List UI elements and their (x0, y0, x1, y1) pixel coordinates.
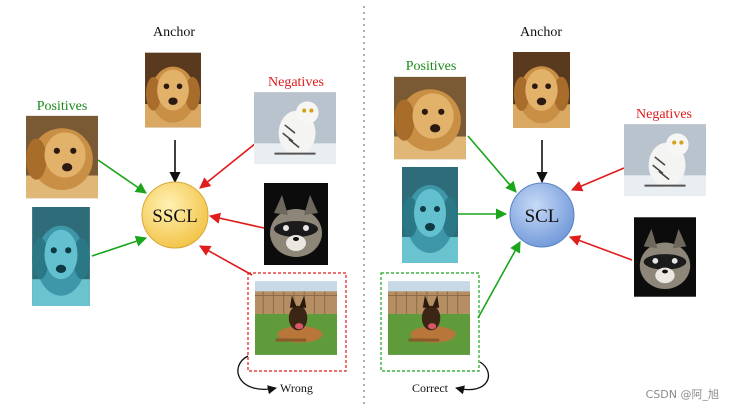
positive-arrow-2-left (91, 235, 148, 257)
right-panel: SCL Correct Anchor Positives Negatives (380, 25, 706, 395)
positives-label-left: Positives (37, 99, 88, 114)
scl-node-label: SCL (525, 206, 560, 227)
left-panel: SSCL Wrong Anchor Positives Negatives (26, 25, 347, 395)
negative-image-owl-left (254, 92, 336, 164)
shepherd-image-right (388, 281, 470, 355)
positive-image-golden-right (394, 76, 466, 160)
negative-arrow-shepherd-left (199, 245, 253, 276)
positive-arrow-3-right (477, 241, 521, 319)
negative-arrow-owl-right (570, 167, 625, 192)
negative-arrow-raccoon-right (568, 235, 633, 261)
positive-image-golden-left (26, 115, 98, 199)
shepherd-image-left (255, 281, 337, 355)
watermark: CSDN @阿_旭 (645, 388, 719, 401)
correct-label: Correct (412, 381, 449, 395)
correct-box (380, 272, 480, 372)
negative-image-raccoon-right (634, 217, 696, 297)
positive-arrow-1-right (467, 135, 517, 193)
anchor-image-right (513, 52, 570, 128)
correct-curve-arrow (455, 361, 490, 395)
anchor-label-left: Anchor (153, 25, 195, 40)
negatives-label-left: Negatives (268, 75, 324, 90)
anchor-label-right: Anchor (520, 25, 562, 40)
positives-label-right: Positives (406, 59, 457, 74)
sscl-node (141, 181, 209, 249)
wrong-box (247, 272, 347, 372)
negative-arrow-owl-left (199, 142, 257, 189)
scl-node (509, 182, 575, 248)
positive-arrow-1-left (97, 159, 147, 194)
sscl-node-label: SSCL (152, 206, 197, 227)
wrong-curve-arrow (237, 355, 277, 395)
positive-image-blue-left (32, 207, 90, 306)
positive-image-blue-right (402, 167, 458, 263)
negative-image-raccoon-left (264, 183, 328, 265)
anchor-image-left (145, 52, 201, 128)
negatives-label-right: Negatives (636, 107, 692, 122)
wrong-label: Wrong (280, 381, 313, 395)
negative-arrow-raccoon-left (208, 212, 265, 229)
negative-image-owl-right (624, 124, 706, 196)
